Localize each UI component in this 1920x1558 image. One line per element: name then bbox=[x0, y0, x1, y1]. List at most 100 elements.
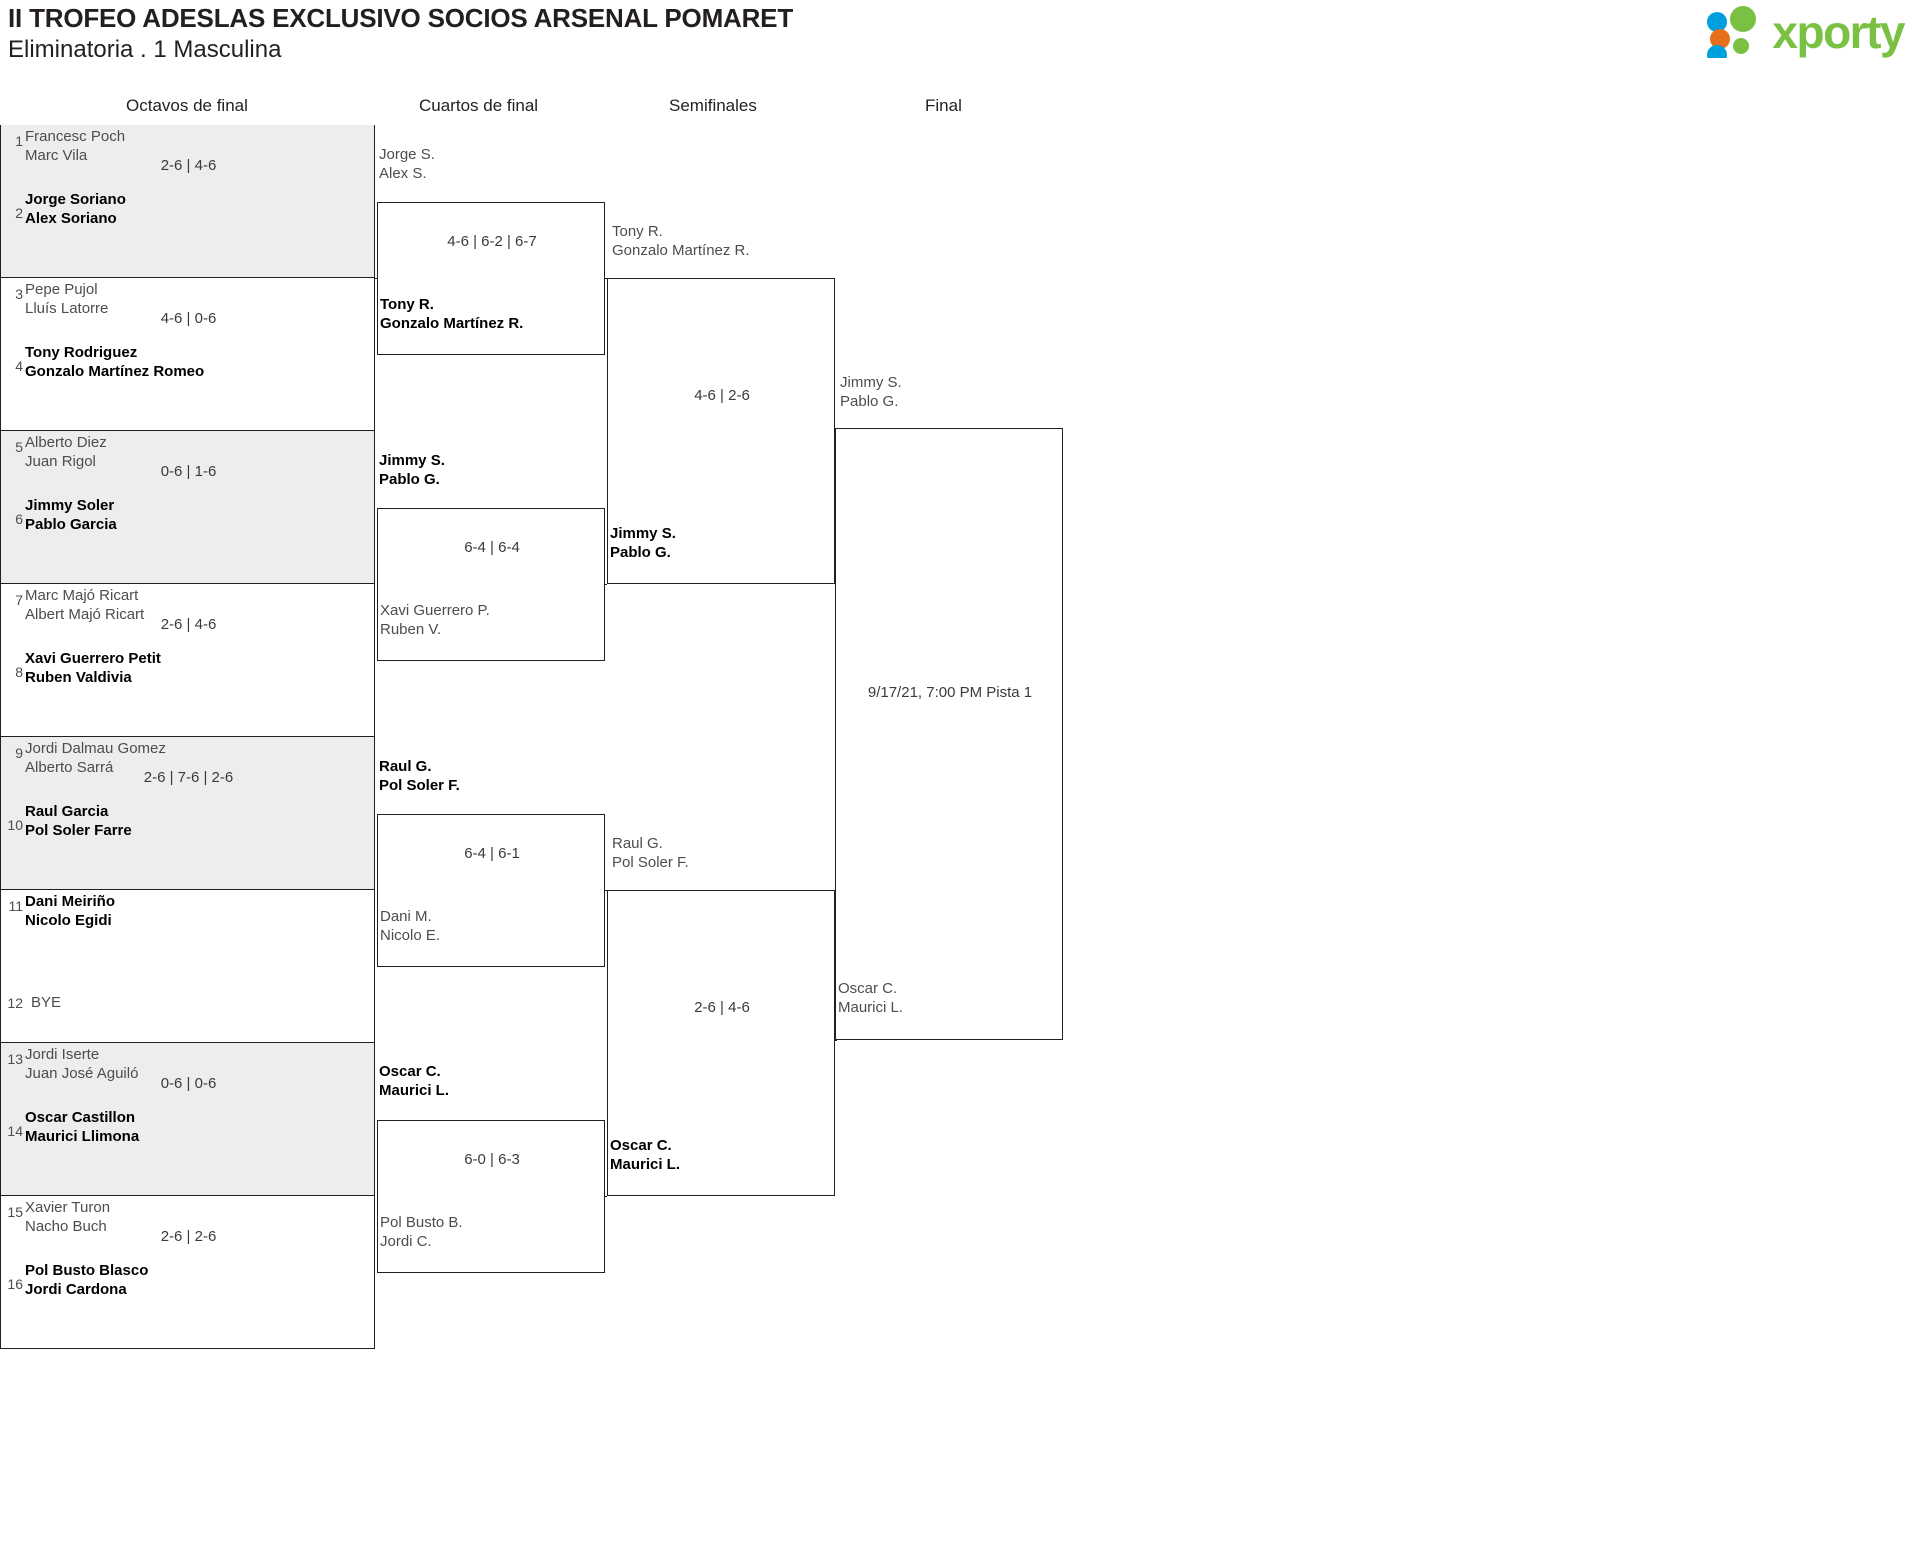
player-name: Maurici L. bbox=[379, 1082, 450, 1099]
connector bbox=[605, 1196, 607, 1197]
player-name: Alberto Diez bbox=[25, 434, 107, 451]
player-name: Tony Rodriguez bbox=[25, 344, 138, 361]
player-name: Alberto Sarrá bbox=[25, 759, 114, 776]
player-name: Pablo G. bbox=[379, 471, 440, 488]
player-name: Raul G. bbox=[612, 835, 663, 852]
match-slot-bottom: Jimmy Soler Pablo Garcia bbox=[25, 496, 117, 534]
player-name: Raul Garcia bbox=[25, 803, 109, 820]
seed-number: 9 bbox=[15, 745, 23, 761]
xporty-logo[interactable]: xporty bbox=[1704, 6, 1905, 58]
match-slot-top: Xavier Turon Nacho Buch bbox=[25, 1198, 110, 1236]
match-box[interactable]: 2-6 | 4-6 Oscar C. Maurici L. bbox=[607, 890, 835, 1196]
connector bbox=[835, 428, 837, 429]
player-name: Oscar C. bbox=[379, 1063, 441, 1080]
match-slot-bottom: Raul Garcia Pol Soler Farre bbox=[25, 802, 132, 840]
player-name: Pol Busto Blasco bbox=[25, 1262, 149, 1279]
match-box[interactable]: 6-4 | 6-1 Dani M. Nicolo E. bbox=[377, 814, 605, 967]
player-name: Nicolo E. bbox=[380, 927, 441, 944]
match-box[interactable]: 5 Alberto Diez Juan Rigol 0-6 | 1-6 6 Ji… bbox=[0, 431, 375, 584]
player-name: Jimmy S. bbox=[840, 374, 902, 391]
match-score: 6-0 | 6-3 bbox=[464, 1151, 520, 1168]
player-name: Pablo G. bbox=[610, 544, 671, 561]
match-slot-top: Jordi Dalmau Gomez Alberto Sarrá bbox=[25, 739, 166, 777]
player-name: Juan Rigol bbox=[25, 453, 96, 470]
match-box[interactable]: 9/17/21, 7:00 PM Pista 1 Oscar C. Mauric… bbox=[835, 428, 1063, 1040]
player-name: Marc Vila bbox=[25, 147, 88, 164]
connector bbox=[835, 1040, 837, 1041]
qf-slot-top: Jimmy S. Pablo G. bbox=[379, 451, 445, 489]
match-score: 4-6 | 0-6 bbox=[160, 310, 217, 327]
seed-number: 12 bbox=[7, 995, 23, 1011]
final-slot-bottom: Oscar C. Maurici L. bbox=[838, 979, 903, 1017]
player-name: Gonzalo Martínez Romeo bbox=[25, 363, 205, 380]
connector bbox=[605, 584, 607, 585]
player-name: Maurici Llimona bbox=[25, 1128, 140, 1145]
player-name: Gonzalo Martínez R. bbox=[380, 315, 524, 332]
player-name: Jimmy S. bbox=[379, 452, 445, 469]
seed-number: 1 bbox=[15, 133, 23, 149]
match-slot-top: Marc Majó Ricart Albert Majó Ricart bbox=[25, 586, 144, 624]
round-header-octavos: Octavos de final bbox=[126, 96, 248, 115]
qf-slot-bottom: Pol Busto B. Jordi C. bbox=[380, 1213, 463, 1251]
header-block: II TROFEO ADESLAS EXCLUSIVO SOCIOS ARSEN… bbox=[8, 2, 793, 66]
match-box[interactable]: 7 Marc Majó Ricart Albert Majó Ricart 2-… bbox=[0, 584, 375, 737]
player-name: Pol Soler F. bbox=[612, 854, 689, 871]
match-box[interactable]: 3 Pepe Pujol Lluís Latorre 4-6 | 0-6 4 T… bbox=[0, 278, 375, 431]
match-score: 6-4 | 6-1 bbox=[464, 845, 520, 862]
player-name: Pol Soler F. bbox=[379, 777, 460, 794]
match-slot-bottom: BYE bbox=[31, 993, 61, 1012]
seed-number: 3 bbox=[15, 286, 23, 302]
player-name: Juan José Aguiló bbox=[25, 1065, 139, 1082]
qf-slot-bottom: Xavi Guerrero P. Ruben V. bbox=[380, 601, 490, 639]
player-name: Tony R. bbox=[612, 223, 663, 240]
match-score: 0-6 | 1-6 bbox=[160, 463, 217, 480]
seed-number: 7 bbox=[15, 592, 23, 608]
final-schedule: 9/17/21, 7:00 PM Pista 1 bbox=[867, 684, 1033, 701]
sf-slot-bottom: Jimmy S. Pablo G. bbox=[610, 524, 676, 562]
player-name: Oscar C. bbox=[610, 1137, 672, 1154]
player-name: Jimmy S. bbox=[610, 525, 676, 542]
page-subtitle: Eliminatoria . 1 Masculina bbox=[8, 36, 282, 63]
match-box[interactable]: 4-6 | 2-6 Jimmy S. Pablo G. bbox=[607, 278, 835, 584]
match-slot-bottom: Pol Busto Blasco Jordi Cardona bbox=[25, 1261, 148, 1299]
match-box[interactable]: 4-6 | 6-2 | 6-7 Tony R. Gonzalo Martínez… bbox=[377, 202, 605, 355]
match-box[interactable]: 11 Dani Meiriño Nicolo Egidi 12 BYE bbox=[0, 890, 375, 1043]
match-box[interactable]: 1 Francesc Poch Marc Vila 2-6 | 4-6 2 Jo… bbox=[0, 125, 375, 278]
seed-number: 6 bbox=[15, 511, 23, 527]
player-name: Jordi Dalmau Gomez bbox=[25, 740, 166, 757]
player-name: Pablo Garcia bbox=[25, 516, 117, 533]
player-name: Pol Soler Farre bbox=[25, 822, 132, 839]
match-box[interactable]: 13 Jordi Iserte Juan José Aguiló 0-6 | 0… bbox=[0, 1043, 375, 1196]
player-name: Dani Meiriño bbox=[25, 893, 116, 910]
qf-slot-top: Raul G. Pol Soler F. bbox=[379, 757, 460, 795]
player-name: Jordi Iserte bbox=[25, 1046, 100, 1063]
player-name: Nicolo Egidi bbox=[25, 912, 112, 929]
seed-number: 14 bbox=[7, 1123, 23, 1139]
match-box[interactable]: 6-4 | 6-4 Xavi Guerrero P. Ruben V. bbox=[377, 508, 605, 661]
match-slot-bottom: Oscar Castillon Maurici Llimona bbox=[25, 1108, 139, 1146]
final-slot-top: Jimmy S. Pablo G. bbox=[840, 373, 902, 411]
seed-number: 2 bbox=[15, 205, 23, 221]
player-name: Pablo G. bbox=[840, 393, 899, 410]
match-score: 2-6 | 2-6 bbox=[160, 1228, 217, 1245]
player-name: Marc Majó Ricart bbox=[25, 587, 139, 604]
match-box[interactable]: 9 Jordi Dalmau Gomez Alberto Sarrá 2-6 |… bbox=[0, 737, 375, 890]
match-score: 2-6 | 4-6 bbox=[160, 157, 217, 174]
player-name: Nacho Buch bbox=[25, 1218, 107, 1235]
seed-number: 10 bbox=[7, 817, 23, 833]
match-slot-top: Pepe Pujol Lluís Latorre bbox=[25, 280, 108, 318]
bye-label: BYE bbox=[31, 994, 62, 1011]
match-score: 2-6 | 7-6 | 2-6 bbox=[143, 769, 234, 786]
seed-number: 15 bbox=[7, 1204, 23, 1220]
player-name: Xavier Turon bbox=[25, 1199, 111, 1216]
sf-slot-bottom: Oscar C. Maurici L. bbox=[610, 1136, 680, 1174]
match-box[interactable]: 6-0 | 6-3 Pol Busto B. Jordi C. bbox=[377, 1120, 605, 1273]
player-name: Albert Majó Ricart bbox=[25, 606, 145, 623]
match-score: 0-6 | 0-6 bbox=[160, 1075, 217, 1092]
player-name: Xavi Guerrero Petit bbox=[25, 650, 161, 667]
player-name: Dani M. bbox=[380, 908, 432, 925]
player-name: Jimmy Soler bbox=[25, 497, 115, 514]
connector bbox=[605, 890, 607, 891]
match-box[interactable]: 15 Xavier Turon Nacho Buch 2-6 | 2-6 16 … bbox=[0, 1196, 375, 1349]
